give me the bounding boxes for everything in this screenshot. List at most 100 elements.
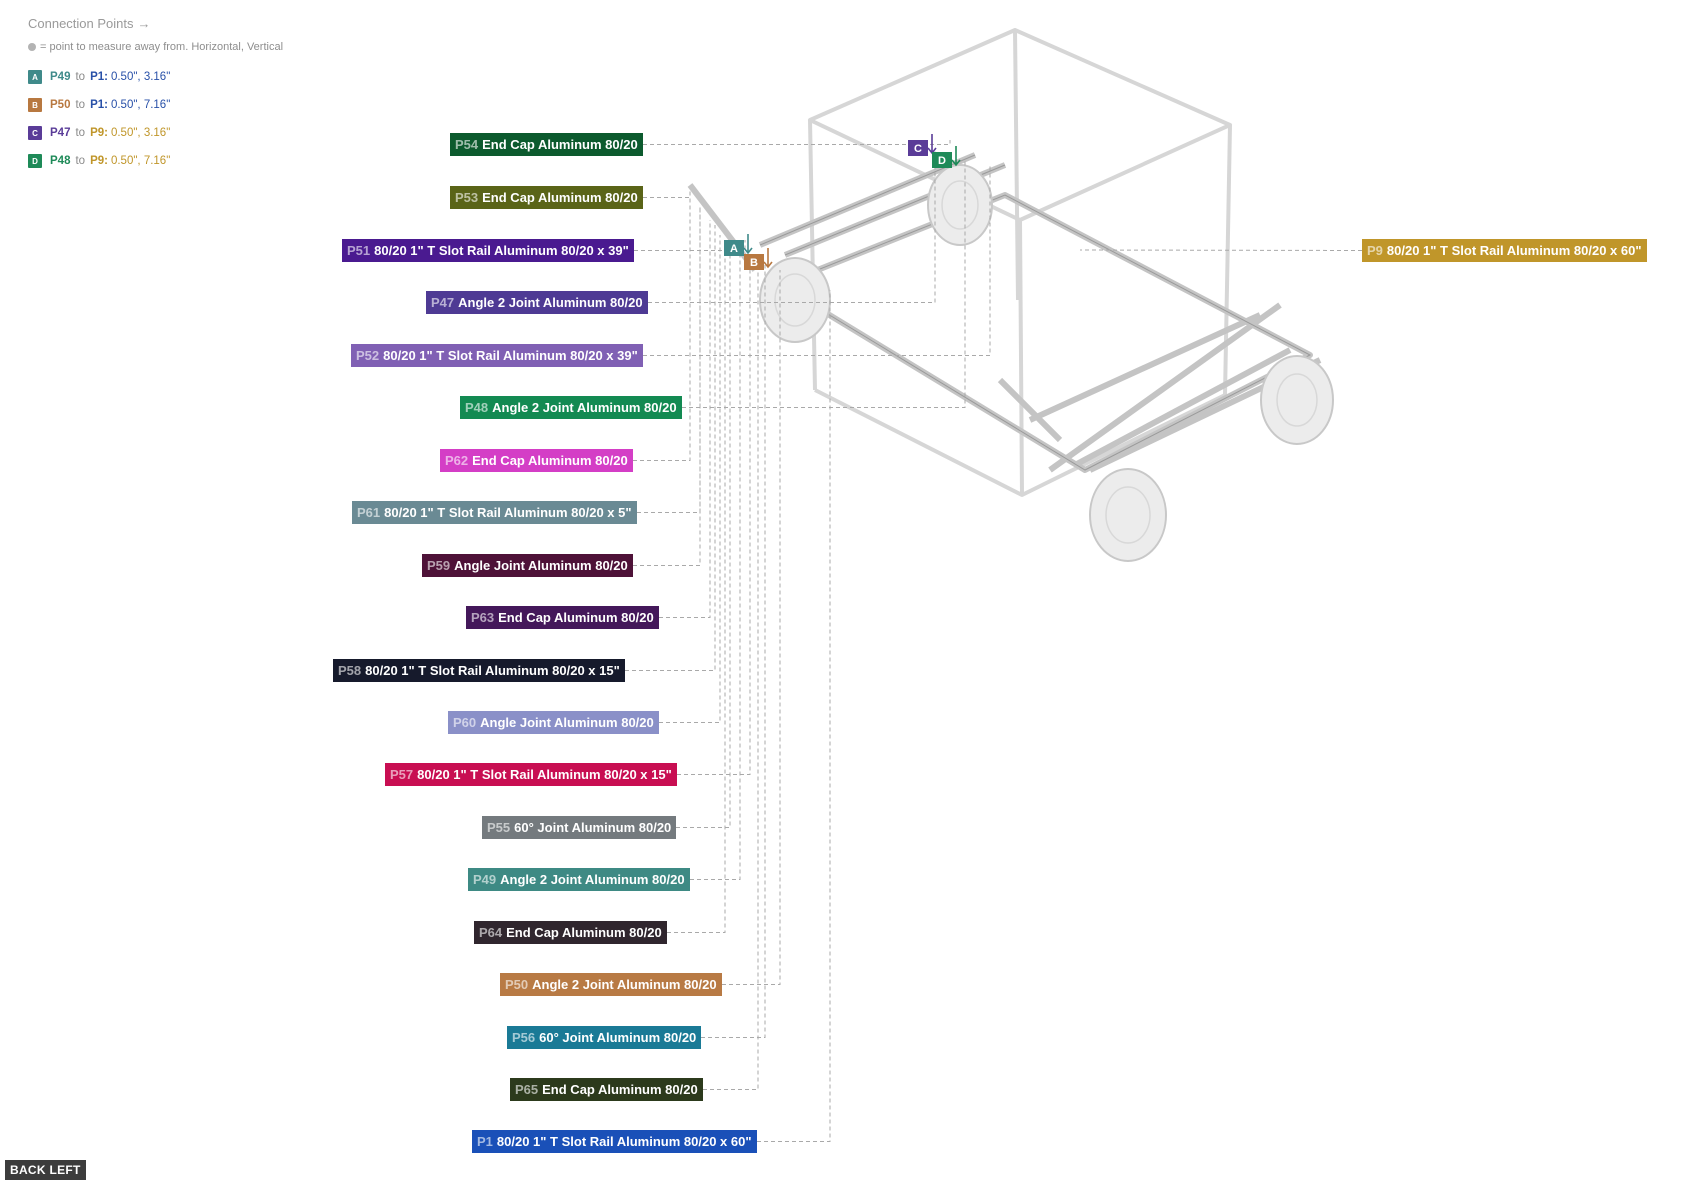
svg-text:C: C	[914, 143, 922, 155]
leader-line	[643, 165, 991, 356]
leader-line	[634, 240, 746, 251]
connection-point-ref: P9:	[90, 127, 108, 139]
part-id: P62	[445, 453, 469, 468]
connection-point-ref: P1:	[90, 99, 108, 111]
leader-line	[637, 205, 701, 513]
connection-point-row[interactable]: D P48 to P9: 0.50", 7.16"	[28, 147, 283, 175]
part-name: 60° Joint Aluminum 80/20	[514, 820, 672, 835]
leader-line	[659, 235, 721, 723]
part-id: P9	[1367, 243, 1383, 258]
part-id: P48	[465, 400, 489, 415]
arrow-right-icon: →	[137, 16, 151, 31]
part-name: 80/20 1" T Slot Rail Aluminum 80/20 x 15…	[365, 663, 620, 678]
part-name: End Cap Aluminum 80/20	[506, 925, 662, 940]
part-name: End Cap Aluminum 80/20	[482, 137, 638, 152]
connection-point-part: P49	[50, 71, 71, 83]
connection-point-row[interactable]: B P50 to P1: 0.50", 7.16"	[28, 91, 283, 119]
part-name: 80/20 1" T Slot Rail Aluminum 80/20 x 60…	[496, 1134, 752, 1149]
leader-line	[757, 290, 831, 1142]
connection-points-header[interactable]: Connection Points →	[28, 16, 283, 31]
part-name: End Cap Aluminum 80/20	[542, 1082, 698, 1097]
svg-text:D: D	[938, 155, 946, 167]
part-id: P47	[431, 295, 455, 310]
svg-text:B: B	[750, 257, 758, 269]
leader-line	[722, 270, 781, 985]
view-label[interactable]: BACK LEFT	[5, 1160, 86, 1180]
connection-point-badge: D	[28, 154, 42, 168]
connection-point-ref: P1:	[90, 71, 108, 83]
leader-line	[659, 220, 711, 618]
leader-line	[703, 268, 759, 1090]
connection-point-to: to	[75, 155, 86, 167]
part-name: 60° Joint Aluminum 80/20	[539, 1030, 697, 1045]
part-id: P1	[477, 1134, 493, 1149]
connection-point-part: P48	[50, 155, 71, 167]
part-name: 80/20 1" T Slot Rail Aluminum 80/20 x 60…	[1386, 243, 1642, 258]
connection-points-list: A P49 to P1: 0.50", 3.16" B P50 to P1: 0…	[28, 63, 283, 175]
connection-points-note-text: = point to measure away from. Horizontal…	[40, 41, 284, 53]
part-name: 80/20 1" T Slot Rail Aluminum 80/20 x 5"	[384, 505, 632, 520]
part-id: P61	[357, 505, 381, 520]
connection-points-panel: Connection Points → = point to measure a…	[28, 16, 283, 175]
part-name: 80/20 1" T Slot Rail Aluminum 80/20 x 15…	[417, 767, 672, 782]
connection-point-value: 0.50", 3.16"	[110, 71, 171, 83]
part-id: P51	[347, 243, 371, 258]
part-name: Angle Joint Aluminum 80/20	[480, 715, 654, 730]
connection-marker-b[interactable]: B	[744, 248, 773, 270]
part-name: Angle 2 Joint Aluminum 80/20	[492, 400, 677, 415]
leader-line	[682, 160, 966, 408]
connection-marker-d[interactable]: D	[932, 146, 961, 168]
connection-marker-c[interactable]: C	[908, 134, 937, 156]
part-id: P55	[487, 820, 511, 835]
part-id: P65	[515, 1082, 539, 1097]
part-id: P60	[453, 715, 477, 730]
leader-line	[676, 240, 731, 828]
leader-line	[677, 255, 751, 775]
leader-line	[633, 190, 691, 461]
leader-line	[701, 265, 766, 1038]
part-id: P53	[455, 190, 479, 205]
arrow-down-icon	[927, 134, 937, 155]
part-name: Angle Joint Aluminum 80/20	[454, 558, 628, 573]
part-name: 80/20 1" T Slot Rail Aluminum 80/20 x 39…	[383, 348, 638, 363]
part-id: P57	[390, 767, 414, 782]
part-id: P49	[473, 872, 497, 887]
part-id: P64	[479, 925, 503, 940]
connection-point-part: P47	[50, 127, 71, 139]
part-id: P58	[338, 663, 362, 678]
connection-marker-a[interactable]: A	[724, 234, 753, 256]
connection-point-value: 0.50", 7.16"	[110, 99, 171, 111]
leader-line	[667, 240, 726, 933]
connection-point-value: 0.50", 3.16"	[110, 127, 171, 139]
leader-line	[633, 210, 701, 566]
point-dot-icon	[28, 43, 36, 51]
connection-point-row[interactable]: C P47 to P9: 0.50", 3.16"	[28, 119, 283, 147]
arrow-down-icon	[951, 146, 961, 167]
leader-line	[643, 140, 951, 145]
part-id: P56	[512, 1030, 536, 1045]
connection-point-row[interactable]: A P49 to P1: 0.50", 3.16"	[28, 63, 283, 91]
